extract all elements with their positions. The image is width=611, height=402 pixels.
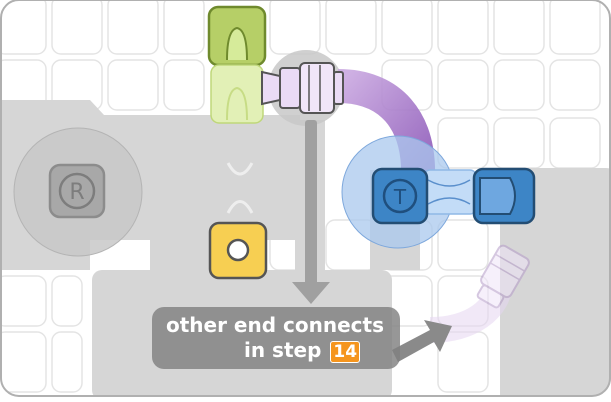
r-marker-label: R <box>69 180 84 205</box>
step-badge: 14 <box>330 341 361 363</box>
green-block-top[interactable] <box>207 5 267 67</box>
blue-connector <box>423 169 477 215</box>
yellow-block[interactable] <box>208 221 268 280</box>
blue-t-block[interactable]: T <box>371 167 429 225</box>
t-marker-label: T <box>393 185 407 209</box>
callout-arrow-icon <box>392 320 452 362</box>
callout-line-1: other end connects <box>166 313 384 337</box>
instruction-callout: other end connects in step 14 <box>152 307 400 369</box>
target-circle-icon: T <box>382 178 418 214</box>
down-arrow-icon <box>292 120 330 304</box>
green-block-bottom <box>210 64 264 124</box>
callout-line-2: in step 14 <box>152 338 400 363</box>
purple-plug[interactable] <box>261 62 344 114</box>
blue-end-block[interactable] <box>472 167 536 225</box>
shadow-hourglass <box>226 162 254 214</box>
registered-circle-icon: R <box>58 172 96 210</box>
r-marker-tile <box>48 163 106 219</box>
callout-line-2-text: in step <box>244 338 322 362</box>
